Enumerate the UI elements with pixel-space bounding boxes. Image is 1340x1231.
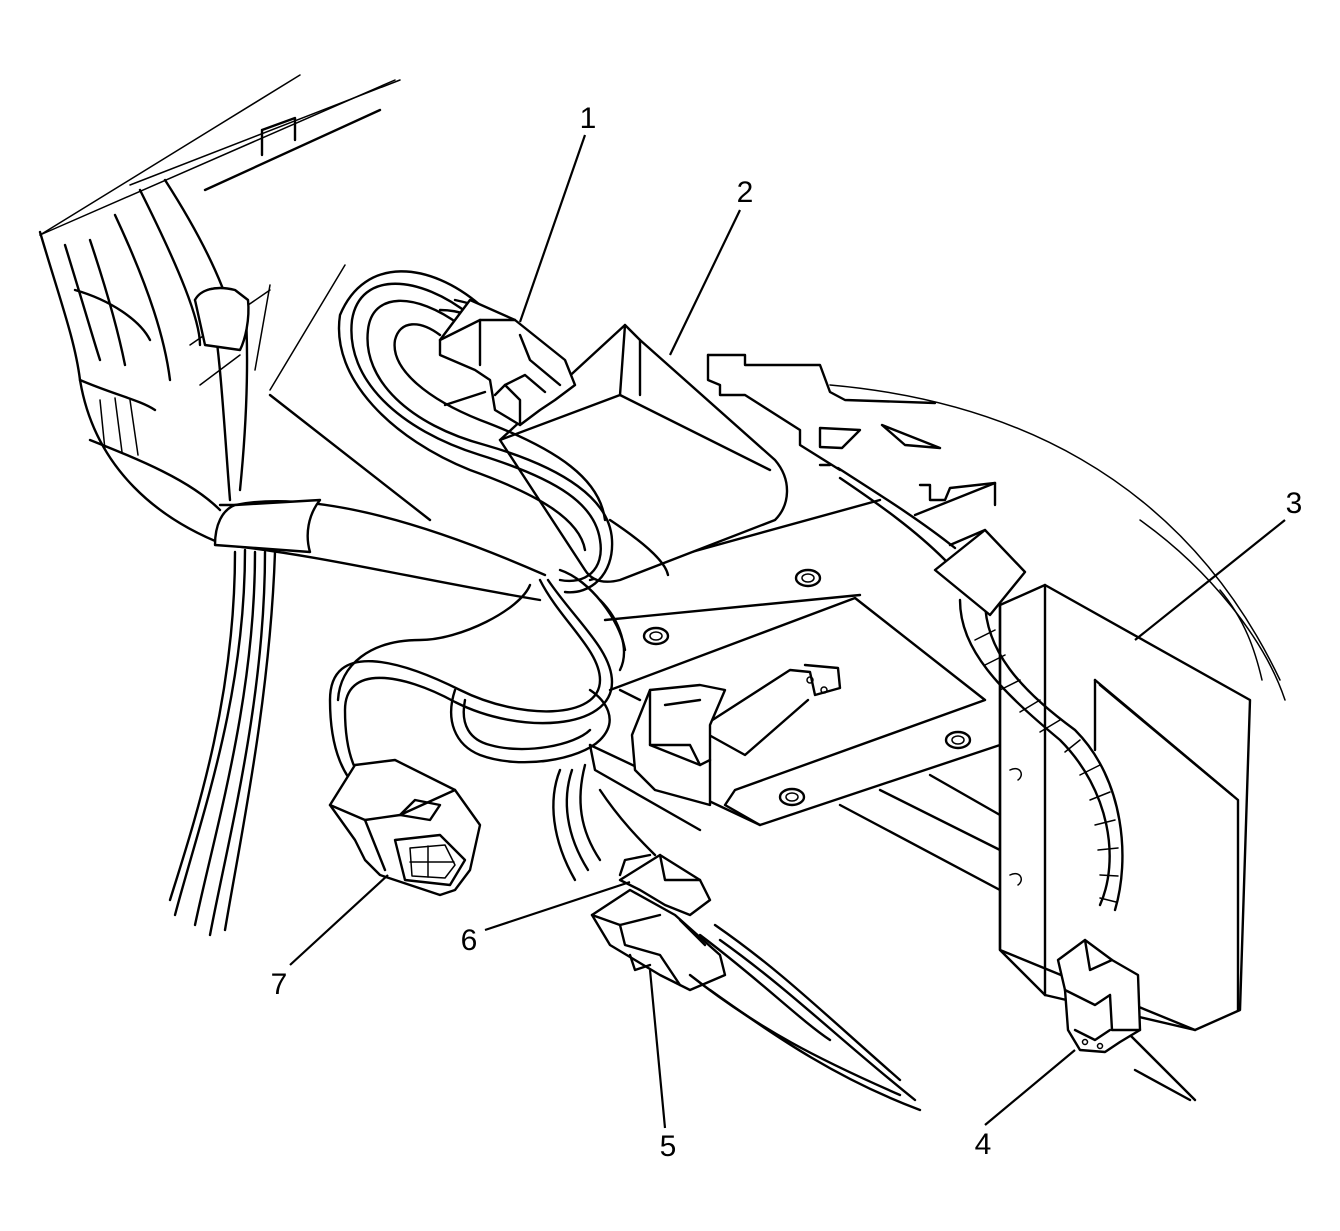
callout-label-3: 3	[1286, 487, 1303, 520]
callout-1: 1	[518, 102, 597, 323]
callout-6: 6	[461, 880, 631, 957]
control-module-panel	[998, 583, 1252, 1032]
callout-label-4: 4	[975, 1128, 992, 1161]
module-box	[498, 323, 789, 583]
callout-7: 7	[271, 874, 389, 1001]
wiring-harness-main	[38, 178, 547, 937]
connector-7	[328, 758, 482, 897]
connector-4	[1056, 938, 1142, 1054]
callout-label-7: 7	[271, 968, 288, 1001]
connector-6	[618, 853, 712, 917]
mounting-bracket	[706, 353, 997, 517]
callout-4: 4	[975, 1049, 1076, 1161]
callout-label-2: 2	[737, 176, 754, 209]
background-structure	[39, 74, 1286, 701]
connector-5	[590, 888, 922, 1112]
lead-to-connector-4	[836, 466, 1124, 912]
callout-5: 5	[648, 969, 677, 1163]
callout-2: 2	[669, 176, 754, 356]
callout-label-6: 6	[461, 924, 478, 957]
callout-label-1: 1	[580, 102, 597, 135]
mounting-plate	[268, 393, 1197, 1102]
callout-3: 3	[1134, 487, 1303, 641]
bracket-clip	[630, 663, 842, 807]
connector-1	[438, 298, 577, 427]
callout-label-5: 5	[660, 1130, 677, 1163]
